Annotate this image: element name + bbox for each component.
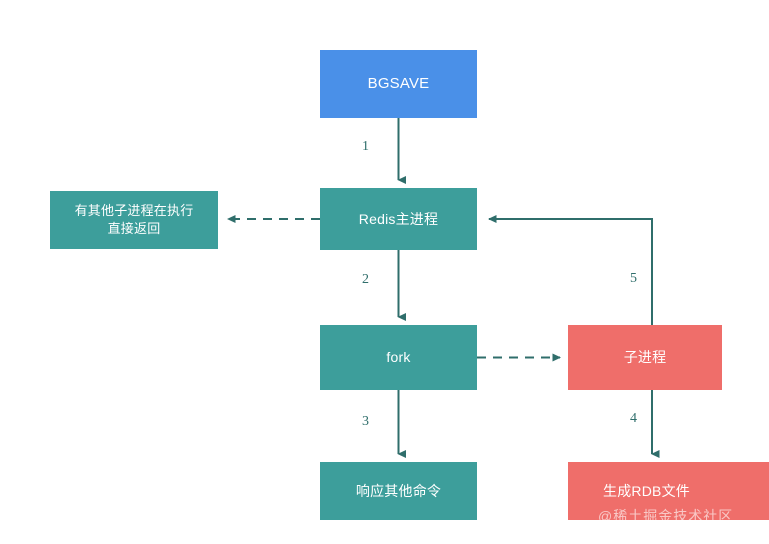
edge-label-5: 5 [630, 271, 637, 286]
node-other-child-running[interactable]: 有其他子进程在执行 直接返回 [50, 191, 218, 249]
node-redis-main[interactable]: Redis主进程 [320, 188, 477, 250]
edge-label-3: 3 [362, 414, 369, 429]
edge-child-process-to-redis-main [488, 215, 653, 325]
edge-label-4: 4 [630, 411, 637, 426]
node-other-child-running-label: 有其他子进程在执行 直接返回 [74, 203, 194, 236]
node-redis-main-label: Redis主进程 [358, 210, 439, 227]
node-bgsave-label: BGSAVE [367, 74, 430, 92]
edge-label-2: 2 [362, 272, 369, 287]
node-generate-rdb-file-label: 生成RDB文件 [603, 482, 690, 499]
edge-label-1: 1 [362, 139, 369, 154]
node-fork[interactable]: fork [320, 325, 477, 390]
node-respond-other-commands[interactable]: 响应其他命令 [320, 462, 477, 520]
node-child-process-label: 子进程 [623, 349, 667, 366]
watermark: @稀土掘金技术社区 [598, 508, 734, 524]
node-respond-other-commands-label: 响应其他命令 [355, 482, 442, 499]
node-bgsave[interactable]: BGSAVE [320, 50, 477, 118]
node-fork-label: fork [386, 349, 411, 366]
node-generate-rdb-file[interactable]: 生成RDB文件 [568, 462, 769, 520]
node-child-process[interactable]: 子进程 [568, 325, 722, 390]
